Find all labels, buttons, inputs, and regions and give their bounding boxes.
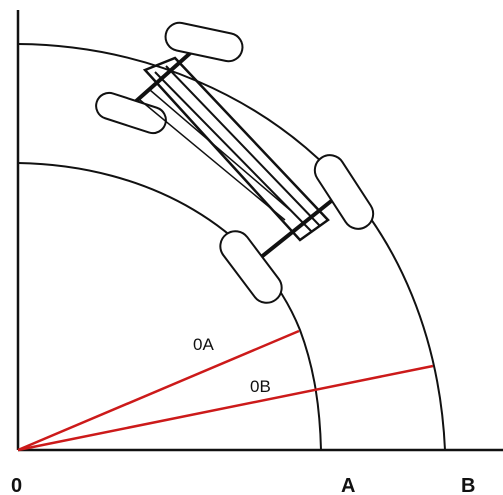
tractor-chassis-icon: [95, 21, 375, 304]
front-left-wheel: [95, 91, 167, 135]
label-0a: 0A: [193, 335, 214, 354]
steering-link: [149, 89, 291, 211]
rear-right-wheel: [313, 154, 375, 230]
chassis-inner-rail-2: [165, 65, 321, 227]
rear-axle: [253, 188, 347, 264]
rear-left-wheel: [219, 230, 283, 304]
radius-line-ob: [17, 364, 434, 452]
label-point-b: B: [461, 475, 475, 495]
radius-line-oa: [17, 329, 300, 452]
label-point-a: A: [341, 475, 355, 495]
chassis-frame: [142, 56, 330, 242]
inner-turning-arc: [17, 162, 322, 451]
steering-link-2: [139, 99, 286, 221]
label-origin: 0: [11, 475, 22, 495]
chassis-inner-rail-1: [154, 71, 313, 233]
front-right-wheel: [164, 21, 244, 63]
label-0b: 0B: [250, 377, 271, 396]
